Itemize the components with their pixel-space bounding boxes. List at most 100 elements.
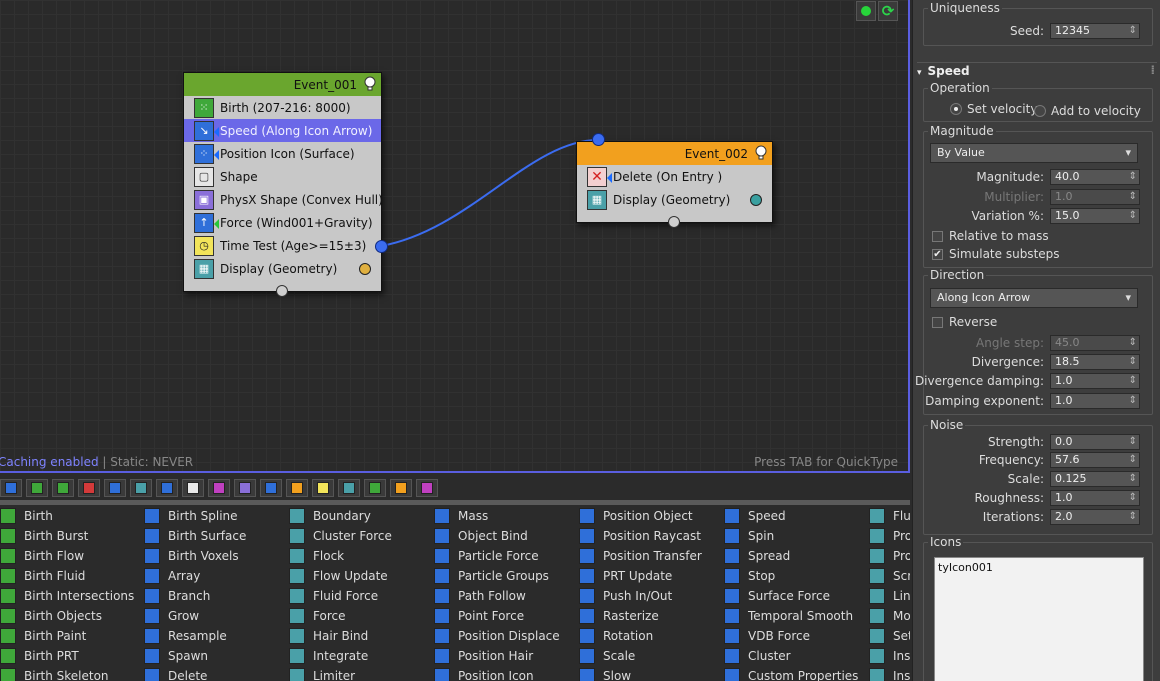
depot-item[interactable]: Birth Burst	[0, 526, 134, 546]
event-node-001-header[interactable]: Event_001	[184, 73, 381, 96]
event-node-002-bottom-port[interactable]	[668, 216, 680, 228]
operator-physx-shape[interactable]: ▣ PhysX Shape (Convex Hull)	[184, 188, 383, 211]
depot-item[interactable]: Birth Fluid	[0, 566, 134, 586]
depot-item[interactable]: Position Transfer	[579, 546, 702, 566]
toolbar-button[interactable]	[104, 479, 126, 497]
depot-item[interactable]: Custom Properties	[724, 666, 858, 681]
lightbulb-icon[interactable]	[754, 145, 768, 161]
depot-item[interactable]: Ins	[869, 666, 910, 681]
depot-item[interactable]: Position Object	[579, 506, 702, 526]
depot-item[interactable]: Particle Groups	[434, 566, 560, 586]
damping-exponent-spinner[interactable]: 1.0	[1050, 393, 1140, 409]
toolbar-button[interactable]	[234, 479, 256, 497]
toolbar-button[interactable]	[260, 479, 282, 497]
operator-display[interactable]: ▦ Display (Geometry)	[577, 188, 772, 211]
operator-delete[interactable]: ✕ Delete (On Entry )	[577, 165, 772, 188]
depot-item[interactable]: Position Raycast	[579, 526, 702, 546]
depot-item[interactable]: Birth Skeleton	[0, 666, 134, 681]
depot-item[interactable]: Flow Update	[289, 566, 392, 586]
divergence-spinner[interactable]: 18.5	[1050, 354, 1140, 370]
event-node-001-input-port[interactable]	[276, 285, 288, 297]
depot-item[interactable]: Ins	[869, 646, 910, 666]
set-velocity-radio[interactable]: Set velocity	[950, 102, 1037, 116]
variation-spinner[interactable]: 15.0	[1050, 208, 1140, 224]
depot-item[interactable]: Fluid Force	[289, 586, 392, 606]
depot-item[interactable]: Particle Force	[434, 546, 560, 566]
active-status-icon[interactable]	[856, 1, 876, 21]
event-node-002-input-port[interactable]	[592, 133, 605, 146]
depot-item[interactable]: Spin	[724, 526, 858, 546]
toolbar-button[interactable]	[78, 479, 100, 497]
simulate-substeps-checkbox[interactable]: ✔Simulate substeps	[932, 247, 1060, 261]
event-node-001[interactable]: Event_001 ⁙ Birth (207-216: 8000) ↘ Spee…	[183, 72, 383, 292]
direction-mode-dropdown[interactable]: Along Icon Arrow	[930, 288, 1138, 308]
depot-item[interactable]: Array	[144, 566, 246, 586]
depot-item[interactable]: Birth Surface	[144, 526, 246, 546]
depot-item[interactable]: Speed	[724, 506, 858, 526]
depot-item[interactable]: Birth Voxels	[144, 546, 246, 566]
toolbar-button[interactable]	[0, 479, 22, 497]
toolbar-button[interactable]	[130, 479, 152, 497]
depot-item[interactable]: Mo	[869, 606, 910, 626]
display-color-swatch[interactable]	[750, 194, 762, 206]
depot-item[interactable]: VDB Force	[724, 626, 858, 646]
magnitude-mode-dropdown[interactable]: By Value	[930, 143, 1138, 163]
reverse-checkbox[interactable]: Reverse	[932, 315, 997, 329]
depot-item[interactable]: Hair Bind	[289, 626, 392, 646]
depot-item[interactable]: Spawn	[144, 646, 246, 666]
depot-item[interactable]: Stop	[724, 566, 858, 586]
depot-item[interactable]: Position Icon	[434, 666, 560, 681]
operator-speed[interactable]: ↘ Speed (Along Icon Arrow)	[184, 119, 381, 142]
depot-item[interactable]: Birth Paint	[0, 626, 134, 646]
depot-item[interactable]: Limiter	[289, 666, 392, 681]
depot-item[interactable]: Birth PRT	[0, 646, 134, 666]
depot-item[interactable]: Boundary	[289, 506, 392, 526]
depot-item[interactable]: Grow	[144, 606, 246, 626]
depot-item[interactable]: Birth Intersections	[0, 586, 134, 606]
toolbar-button[interactable]	[26, 479, 48, 497]
toolbar-button[interactable]	[182, 479, 204, 497]
strength-spinner[interactable]: 0.0	[1050, 434, 1140, 450]
depot-item[interactable]: Slow	[579, 666, 702, 681]
depot-item[interactable]: Temporal Smooth	[724, 606, 858, 626]
magnitude-spinner[interactable]: 40.0	[1050, 169, 1140, 185]
lightbulb-icon[interactable]	[363, 76, 377, 92]
seed-spinner[interactable]: 12345	[1050, 23, 1140, 39]
depot-item[interactable]: Resample	[144, 626, 246, 646]
depot-item[interactable]: Scale	[579, 646, 702, 666]
toolbar-button[interactable]	[364, 479, 386, 497]
depot-item[interactable]: Push In/Out	[579, 586, 702, 606]
refresh-icon[interactable]: ⟳	[878, 1, 898, 21]
depot-item[interactable]: Branch	[144, 586, 246, 606]
relative-to-mass-checkbox[interactable]: Relative to mass	[932, 229, 1049, 243]
node-graph-canvas[interactable]: ⟳ Event_001 ⁙ Birth (207-216: 8000) ↘ Sp…	[0, 0, 910, 473]
operator-position-icon[interactable]: ⁘ Position Icon (Surface)	[184, 142, 381, 165]
depot-item[interactable]: Cluster	[724, 646, 858, 666]
display-color-swatch[interactable]	[359, 263, 371, 275]
frequency-spinner[interactable]: 57.6	[1050, 452, 1140, 468]
scale-spinner[interactable]: 0.125	[1050, 471, 1140, 487]
depot-item[interactable]: Delete	[144, 666, 246, 681]
divergence-damping-spinner[interactable]: 1.0	[1050, 373, 1140, 389]
depot-item[interactable]: Surface Force	[724, 586, 858, 606]
depot-item[interactable]: Birth	[0, 506, 134, 526]
toolbar-button[interactable]	[416, 479, 438, 497]
depot-item[interactable]: Birth Spline	[144, 506, 246, 526]
depot-item[interactable]: Lin	[869, 586, 910, 606]
depot-separator[interactable]	[0, 500, 910, 505]
icons-list-item[interactable]: tyIcon001	[938, 561, 993, 574]
depot-item[interactable]: Cluster Force	[289, 526, 392, 546]
toolbar-button[interactable]	[390, 479, 412, 497]
depot-item[interactable]: Pro	[869, 526, 910, 546]
operator-display[interactable]: ▦ Display (Geometry)	[184, 257, 381, 280]
depot-item[interactable]: Flu	[869, 506, 910, 526]
depot-item[interactable]: Scr	[869, 566, 910, 586]
speed-rollout-header[interactable]: ▾Speed ⁞	[917, 62, 1157, 78]
depot-item[interactable]: Pro	[869, 546, 910, 566]
depot-item[interactable]: Force	[289, 606, 392, 626]
operator-time-test[interactable]: ◷ Time Test (Age>=15±3)	[184, 234, 381, 257]
depot-item[interactable]: Position Hair	[434, 646, 560, 666]
icons-list[interactable]: tyIcon001	[934, 557, 1144, 681]
drag-handle-icon[interactable]: ⁞	[1150, 63, 1155, 77]
toolbar-button[interactable]	[286, 479, 308, 497]
